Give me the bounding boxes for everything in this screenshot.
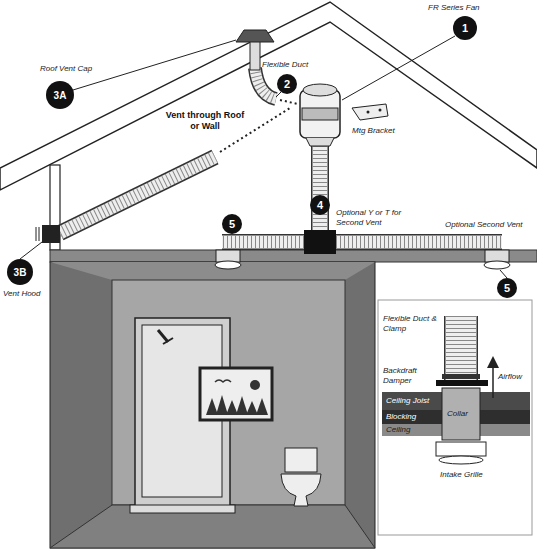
- callout-number: 2: [277, 74, 297, 94]
- callout-number: 4: [310, 195, 330, 215]
- part-label: Flexible Duct: [262, 60, 308, 70]
- ceiling-band: [50, 250, 537, 262]
- part-label: Intake Grille: [440, 470, 483, 480]
- part-label: FR Series Fan: [428, 3, 480, 13]
- flexible-duct: [60, 68, 502, 242]
- part-label: Optional Y or T for Second Vent: [336, 208, 402, 227]
- part-label: Airflow: [498, 372, 522, 382]
- callout-number: 5: [222, 214, 242, 234]
- part-label: Ceiling Joist: [386, 396, 429, 406]
- callout-number: 3A: [46, 81, 74, 109]
- part-label: Vent through Roof or Wall: [165, 110, 245, 132]
- part-label: Roof Vent Cap: [40, 64, 92, 74]
- vent-path-dots: [220, 100, 298, 152]
- bathroom: [50, 262, 375, 548]
- mounting-bracket: [352, 104, 388, 120]
- callout-number: 1: [453, 16, 477, 40]
- inline-fan: [300, 84, 340, 146]
- part-label: Backdraft Damper: [383, 366, 429, 385]
- leader-lines: [20, 36, 507, 278]
- inset-detail: [378, 300, 532, 535]
- intake-grilles: [215, 250, 510, 269]
- callout-number: 5: [497, 278, 517, 298]
- callout-circles: [7, 16, 517, 298]
- roof: [0, 2, 537, 190]
- toilet: [281, 448, 321, 506]
- part-label: Optional Second Vent: [445, 220, 523, 230]
- part-label: Flexible Duct & Clamp: [383, 314, 439, 333]
- vent-hood: [36, 225, 60, 243]
- tee-fitting: [304, 230, 336, 254]
- part-label: Vent Hood: [3, 289, 41, 299]
- wall-picture: [200, 368, 272, 420]
- part-label: Mtg Bracket: [352, 126, 395, 136]
- part-label: Collar: [447, 409, 468, 419]
- part-label: Blocking: [386, 412, 416, 422]
- part-label: Ceiling: [386, 425, 410, 435]
- callout-number: 3B: [7, 259, 33, 285]
